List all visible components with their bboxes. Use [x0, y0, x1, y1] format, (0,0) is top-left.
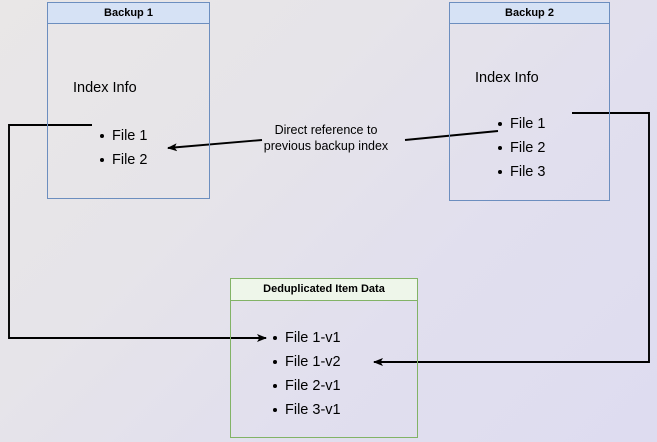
- node-deduplicated-item-data-body: File 1-v1 File 1-v2 File 2-v1 File 3-v1: [231, 301, 417, 437]
- node-backup-1[interactable]: Backup 1 Index Info File 1 File 2: [47, 2, 210, 199]
- node-backup-1-header: Backup 1: [48, 3, 209, 24]
- backup-2-file-list: File 1 File 2 File 3: [498, 112, 545, 184]
- deduplicated-file-list: File 1-v1 File 1-v2 File 2-v1 File 3-v1: [273, 326, 341, 422]
- list-item: File 2-v1: [273, 374, 341, 398]
- backup-1-file-list: File 1 File 2: [100, 124, 147, 172]
- list-item: File 1: [498, 112, 545, 136]
- node-deduplicated-item-data[interactable]: Deduplicated Item Data File 1-v1 File 1-…: [230, 278, 418, 438]
- list-item: File 1: [100, 124, 147, 148]
- node-backup-2-body: Index Info File 1 File 2 File 3: [450, 24, 609, 200]
- backup-1-index-info-label: Index Info: [73, 80, 137, 96]
- edge-label-line-1: Direct reference to: [274, 123, 378, 137]
- node-backup-1-body: Index Info File 1 File 2: [48, 24, 209, 198]
- list-item: File 1-v1: [273, 326, 341, 350]
- list-item: File 2: [100, 148, 147, 172]
- node-deduplicated-item-data-header: Deduplicated Item Data: [231, 279, 417, 301]
- backup-2-index-info-label: Index Info: [475, 70, 539, 86]
- list-item: File 1-v2: [273, 350, 341, 374]
- node-backup-2[interactable]: Backup 2 Index Info File 1 File 2 File 3: [449, 2, 610, 201]
- node-backup-2-header: Backup 2: [450, 3, 609, 24]
- list-item: File 3: [498, 160, 545, 184]
- edge-label-line-2: previous backup index: [263, 139, 389, 153]
- list-item: File 3-v1: [273, 398, 341, 422]
- edge-label-direct-reference: Direct reference to previous backup inde…: [251, 122, 401, 154]
- list-item: File 2: [498, 136, 545, 160]
